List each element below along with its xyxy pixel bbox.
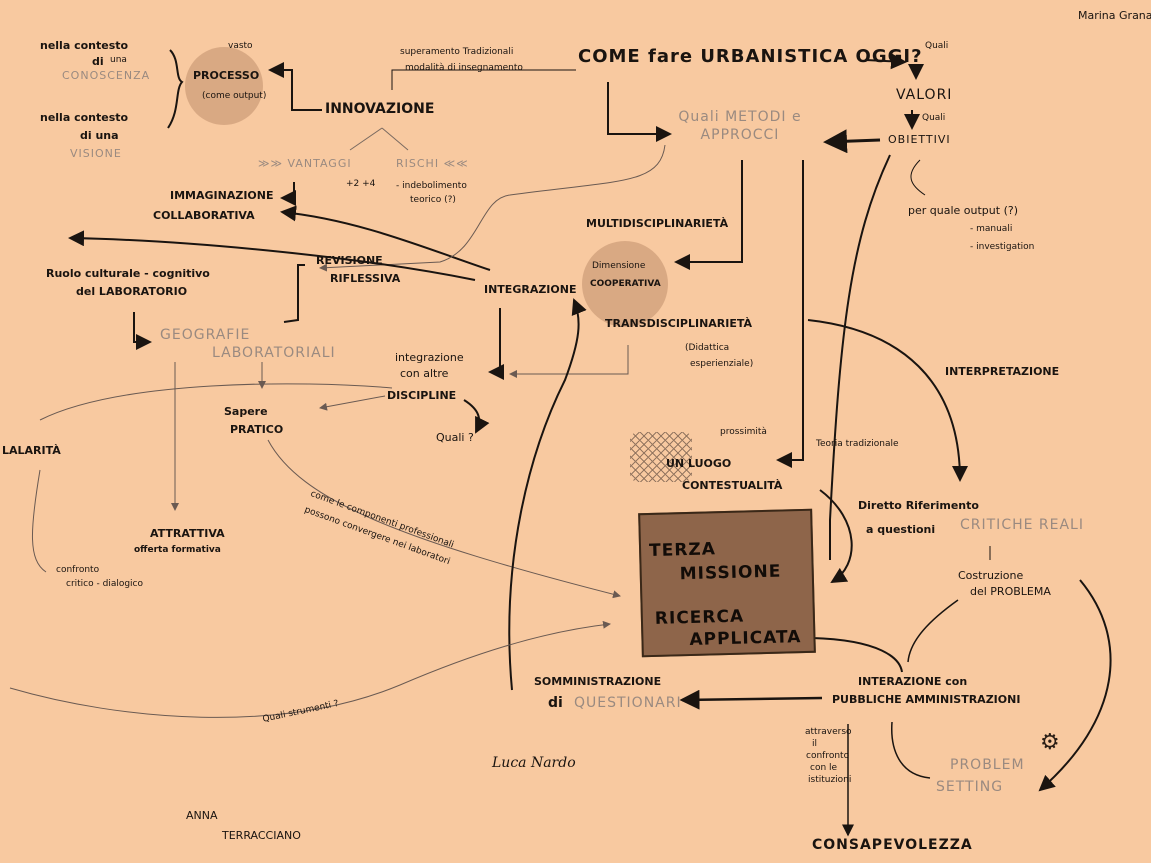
interpretazione-label: INTERPRETAZIONE xyxy=(945,365,1060,378)
somministrazione-line1: SOMMINISTRAZIONE xyxy=(534,675,662,688)
riferimento-line1: Diretto Riferimento xyxy=(858,499,979,512)
traditional-line1: superamento Tradizionali xyxy=(400,47,514,57)
attraverso-line1: attraverso xyxy=(805,727,852,737)
quali-label-1: Quali xyxy=(925,41,949,51)
discipline-label: DISCIPLINE xyxy=(387,389,457,402)
teoria-tradizionale: Teoria tradizionale xyxy=(816,439,899,449)
output-title: per quale output (?) xyxy=(908,204,1018,217)
revisione-line2: RIFLESSIVA xyxy=(330,272,401,285)
luogo-line1: UN LUOGO xyxy=(666,457,732,470)
didattica-line1: (Didattica xyxy=(685,343,730,353)
costruzione-line1: Costruzione xyxy=(958,569,1024,582)
vantaggi-marks: +2 +4 xyxy=(346,179,376,189)
valori-label: VALORI xyxy=(896,87,953,103)
costruzione-line2: del PROBLEMA xyxy=(970,585,1051,598)
rischi-note-1: - indebolimento xyxy=(396,181,467,191)
integrazione-altre-line1: integrazione xyxy=(395,351,464,364)
consapevolezza-label: CONSAPEVOLEZZA xyxy=(812,837,973,853)
luogo-line2: CONTESTUALITÀ xyxy=(682,479,783,492)
processo-circle xyxy=(185,47,263,125)
terza-line1: TERZA xyxy=(648,539,717,562)
ruolo-line2: del LABORATORIO xyxy=(76,285,188,298)
interazione-line1: INTERAZIONE con xyxy=(858,675,968,688)
contesto-2-prefix: nella contesto xyxy=(40,111,129,124)
signature-left-line1: ANNA xyxy=(186,809,218,822)
trans-label: TRANSDISCIPLINARIETÀ xyxy=(605,317,753,330)
rischi-note-2: teorico (?) xyxy=(410,195,456,205)
geografie-line2: LABORATORIALI xyxy=(212,345,336,361)
didattica-line2: esperienziale) xyxy=(690,359,754,369)
terza-line2: MISSIONE xyxy=(679,561,782,585)
immaginazione-line2: COLLABORATIVA xyxy=(153,209,255,222)
confronto-line2: critico - dialogico xyxy=(66,579,144,589)
interazione-line2: PUBBLICHE AMMINISTRAZIONI xyxy=(832,693,1021,706)
output-item-1: - manuali xyxy=(970,224,1013,234)
attrattiva-line1: ATTRATTIVA xyxy=(150,527,225,540)
processo-small-top: vasto xyxy=(228,41,253,51)
riferimento-line2: a questioni xyxy=(866,523,936,536)
problem-setting-line1: PROBLEM xyxy=(950,757,1025,773)
somministrazione-word: di xyxy=(548,695,563,711)
processo-label: PROCESSO xyxy=(193,69,260,82)
contesto-1-word: di xyxy=(92,55,104,68)
signature-left-line2: TERRACCIANO xyxy=(222,829,301,842)
confronto-line1: confronto xyxy=(56,565,100,575)
attrattiva-line2: offerta formativa xyxy=(134,545,221,555)
contesto-2-pale: VISIONE xyxy=(70,147,122,160)
obiettivi-label: OBIETTIVI xyxy=(888,133,951,146)
terza-missione-box: TERZA MISSIONE RICERCA APPLICATA xyxy=(638,508,816,658)
riferimento-pale: CRITICHE REALI xyxy=(960,517,1084,533)
integrazione-label: INTEGRAZIONE xyxy=(484,283,577,296)
quali-label-2: Quali xyxy=(922,113,946,123)
attraverso-line2: il xyxy=(812,739,818,749)
contesto-1-pale: CONOSCENZA xyxy=(62,69,151,82)
quali-question: Quali ? xyxy=(436,431,474,444)
revisione-line1: REVISIONE xyxy=(316,254,383,267)
sapere-line1: Sapere xyxy=(224,405,268,418)
geografie-line1: GEOGRAFIE xyxy=(160,327,251,343)
coop-line1: Dimensione xyxy=(592,261,646,271)
prossimita-label: prossimità xyxy=(720,427,767,437)
metodi-label: Quali METODI e APPROCCI xyxy=(678,109,802,144)
processo-sub: (come output) xyxy=(202,91,267,101)
contesto-1-prefix: nella contesto xyxy=(40,39,129,52)
signature-center: Luca Nardo xyxy=(492,755,576,771)
coop-line2: COOPERATIVA xyxy=(590,279,661,289)
lalarita-label: LALARITÀ xyxy=(2,444,61,457)
terza-line3: RICERCA xyxy=(654,606,745,629)
integrazione-altre-line2: con altre xyxy=(400,367,449,380)
output-item-2: - investigation xyxy=(970,242,1035,252)
rischi-label: RISCHI ≪≪ xyxy=(396,157,469,170)
terza-line4: APPLICATA xyxy=(689,627,802,650)
innovazione-label: INNOVAZIONE xyxy=(325,101,435,117)
ruolo-line1: Ruolo culturale - cognitivo xyxy=(46,267,210,280)
cooperativa-circle xyxy=(582,241,668,327)
top-right-author: Marina Granata xyxy=(1078,9,1151,22)
multi-label: MULTIDISCIPLINARIETÀ xyxy=(586,217,729,230)
hatch-mark xyxy=(630,432,692,482)
somministrazione-pale: QUESTIONARI xyxy=(574,695,682,711)
attraverso-line4: con le xyxy=(810,763,838,773)
problem-setting-line2: SETTING xyxy=(936,779,1004,795)
sapere-line2: PRATICO xyxy=(230,423,284,436)
attraverso-line3: confronto xyxy=(806,751,850,761)
attraverso-line5: istituzioni xyxy=(808,775,852,785)
traditional-line2: modalità di insegnamento xyxy=(405,63,523,73)
gear-icon: ⚙ xyxy=(1040,730,1060,755)
immaginazione-line1: IMMAGINAZIONE xyxy=(170,189,274,202)
central-question: COME fare URBANISTICA OGGI? xyxy=(578,46,923,67)
contesto-2-word: di una xyxy=(80,129,119,142)
arrow-question-valori xyxy=(865,53,907,70)
vantaggi-label: ≫≫ VANTAGGI xyxy=(258,157,352,170)
contesto-1-small: una xyxy=(110,55,127,65)
